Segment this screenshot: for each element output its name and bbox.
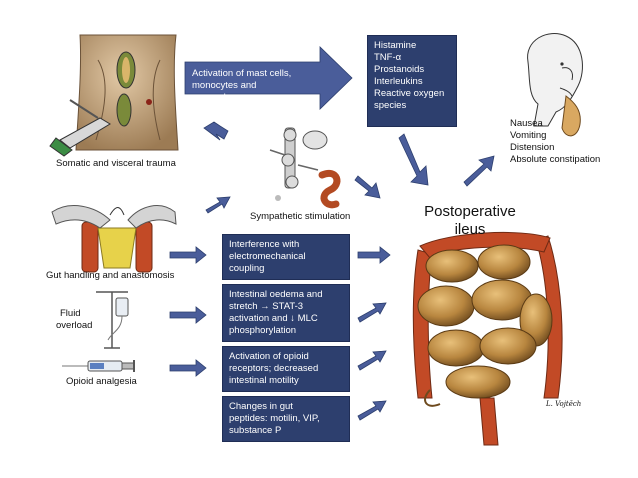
arrow-gut-to-electro bbox=[169, 246, 207, 264]
gut-peptides-box: Changes in gut peptides: motilin, VIP, s… bbox=[222, 396, 350, 442]
arrow-trauma-to-mast-cells bbox=[184, 46, 353, 110]
nauseous-head-illustration bbox=[527, 33, 583, 137]
gut-handling-illustration bbox=[51, 205, 177, 273]
cause-gut-handling-label: Gut handling and anastomosis bbox=[46, 270, 175, 281]
arrow-receptors-to-ileus bbox=[357, 350, 387, 371]
arrow-oedema-to-ileus bbox=[357, 302, 387, 323]
oedema-box: Intestinal oedema and stretch → STAT-3 a… bbox=[222, 284, 350, 342]
cause-sympathetic-label: Sympathetic stimulation bbox=[250, 211, 351, 222]
intestines-illustration bbox=[412, 232, 563, 446]
abdomen-incision-illustration bbox=[49, 34, 179, 157]
arrow-opioid-to-receptors bbox=[169, 359, 207, 377]
artist-signature: L. Vojtěch bbox=[546, 400, 582, 408]
mediators-box: Histamine TNF-α Prostanoids Interleukins… bbox=[367, 35, 457, 127]
cause-trauma-label: Somatic and visceral trauma bbox=[56, 158, 176, 169]
cause-opioid-label: Opioid analgesia bbox=[66, 376, 137, 387]
outcome-title-line1: Postoperative bbox=[424, 203, 516, 220]
symptoms-list: Nausea Vomiting Distension Absolute cons… bbox=[510, 118, 601, 165]
outcome-title-line2: ileus bbox=[454, 221, 486, 238]
electromechanical-box: Interference with electromechanical coup… bbox=[222, 234, 350, 280]
arrow-ileus-to-symptoms bbox=[463, 155, 495, 187]
arrow-peptides-to-ileus bbox=[357, 400, 387, 421]
cause-fluid-label-line1: Fluid bbox=[60, 308, 81, 319]
cause-fluid-label-line2: overload bbox=[56, 320, 93, 331]
opioid-receptors-box: Activation of opioid receptors; decrease… bbox=[222, 346, 350, 392]
iv-drip-illustration bbox=[96, 291, 129, 349]
syringe-illustration bbox=[62, 360, 135, 372]
outcome-title: Postoperative ileus bbox=[410, 203, 530, 239]
arrow-mediators-down bbox=[398, 133, 429, 186]
arrow-gut-handling-to-sympathetic bbox=[205, 196, 231, 214]
arrow-trauma-to-sympathetic bbox=[203, 121, 229, 141]
flow-arrows bbox=[169, 46, 495, 421]
arrow-fluid-to-oedema bbox=[169, 306, 207, 324]
arrow-sympathetic-to-ileus bbox=[354, 175, 381, 199]
mast-cells-box: Activation of mast cells, monocytes and … bbox=[192, 68, 292, 103]
spinal-sympathetic-illustration bbox=[269, 127, 341, 209]
arrow-electro-to-ileus bbox=[357, 246, 391, 264]
